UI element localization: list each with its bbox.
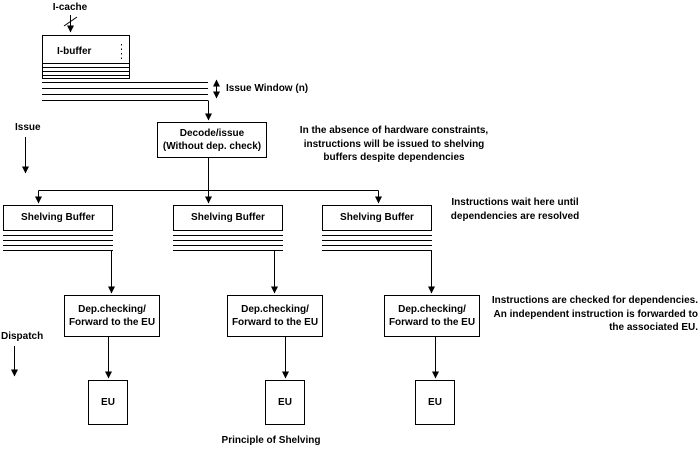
shelving-buffer-box-3: Shelving Buffer — [322, 205, 432, 231]
ibuffer-box — [42, 35, 130, 79]
issue-window-label: Issue Window (n) — [226, 83, 309, 94]
shelving-buffer-box-2: Shelving Buffer — [173, 205, 283, 231]
shelving-entry-lines — [3, 235, 432, 251]
ibuffer-entry-lines — [42, 44, 130, 76]
dispatch-stage-label: Dispatch — [1, 331, 44, 342]
ibuffer-label: I-buffer — [57, 46, 92, 57]
diagram-title: Principle of Shelving — [221, 435, 321, 446]
shelving-buffer-box-1: Shelving Buffer — [3, 205, 113, 231]
decode-to-shelving-arrows — [35, 158, 382, 204]
eu-box-2: EU — [265, 380, 305, 425]
bus-width-slash — [63, 16, 78, 27]
dep-check-box-1: Dep.checking/ Forward to the EU — [64, 295, 160, 337]
dep-check-box-3: Dep.checking/ Forward to the EU — [384, 295, 480, 337]
depcheck-to-eu-arrows — [105, 337, 439, 379]
issue-note: In the absence of hardware constraints, … — [299, 125, 489, 163]
wait-note: Instructions wait here until dependencie… — [450, 197, 580, 222]
issue-window-lines — [42, 82, 208, 101]
dispatch-note: Instructions are checked for dependencie… — [491, 295, 698, 333]
shelving-to-depcheck-arrows — [108, 250, 435, 294]
icache-label: I-cache — [52, 2, 88, 13]
issue-stage-label: Issue — [15, 122, 41, 133]
decode-issue-box: Decode/issue (Without dep. check) — [157, 122, 267, 158]
icache-to-ibuffer-arrow — [63, 15, 78, 33]
dep-check-box-2: Dep.checking/ Forward to the EU — [227, 295, 323, 337]
eu-box-3: EU — [415, 380, 455, 425]
eu-box-1: EU — [88, 380, 128, 425]
